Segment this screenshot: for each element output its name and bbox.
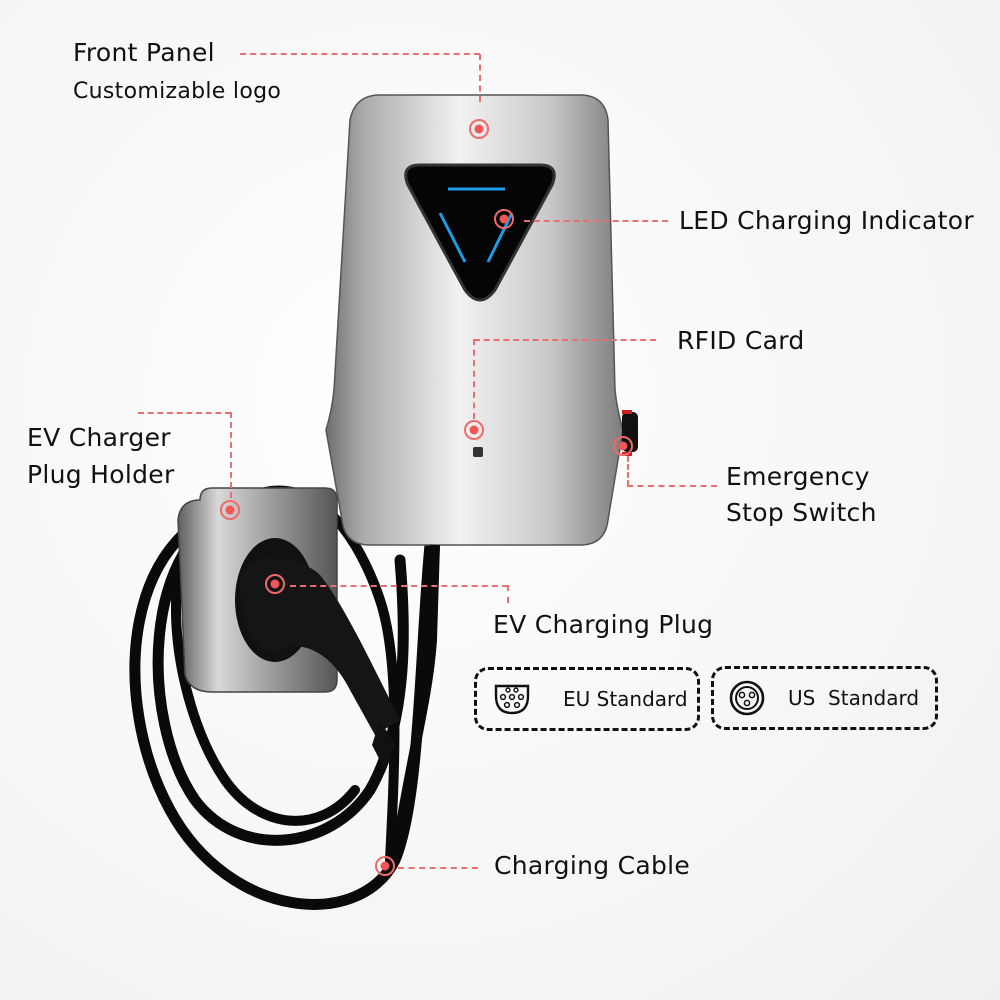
led-indicator-title: LED Charging Indicator — [679, 206, 974, 235]
rfid-leader-h — [474, 339, 656, 341]
emergency-stop-leader-v — [627, 456, 629, 486]
led-indicator-leader — [524, 220, 668, 222]
plug-holder-leader-v — [230, 412, 232, 498]
charging-plug-handle — [239, 558, 400, 735]
plug-holder-line1: EV Charger — [27, 423, 171, 452]
logo-mark — [473, 447, 483, 457]
front-panel-title: Front Panel — [73, 38, 215, 67]
us-standard-box: US Standard — [711, 666, 938, 730]
us-standard-label: US Standard — [788, 686, 920, 710]
charging-cable-marker — [375, 856, 395, 876]
emergency-stop-leader-h — [627, 485, 717, 487]
led-indicator-marker — [494, 209, 514, 229]
front-panel-leader-h — [240, 53, 480, 55]
eu-standard-box: EU Standard — [474, 667, 700, 731]
charging-plug-marker — [265, 574, 285, 594]
rfid-card-title: RFID Card — [677, 326, 805, 355]
rfid-leader-v — [473, 339, 475, 419]
charging-cable-title: Charging Cable — [494, 851, 691, 880]
front-panel-leader-v — [479, 54, 481, 102]
front-panel-body — [325, 94, 624, 546]
type1-connector-icon — [728, 679, 766, 717]
charging-plug-leader-v — [507, 585, 509, 603]
charging-plug-title: EV Charging Plug — [493, 610, 714, 639]
led-window — [404, 163, 556, 302]
charging-plug-leader-h — [290, 585, 508, 587]
front-panel-marker — [469, 119, 489, 139]
plug-holder-marker — [220, 500, 240, 520]
emergency-stop-line2: Stop Switch — [726, 498, 877, 527]
plug-holder-leader-h — [138, 412, 231, 414]
rfid-marker — [464, 420, 484, 440]
plug-holder-line2: Plug Holder — [27, 460, 175, 489]
emergency-stop-line1: Emergency — [726, 462, 870, 491]
emergency-stop-marker — [613, 436, 633, 456]
eu-standard-label: EU Standard — [563, 687, 688, 711]
type2-connector-icon — [493, 682, 531, 716]
front-panel-subtitle: Customizable logo — [73, 79, 282, 104]
charging-cable-leader — [398, 867, 478, 869]
